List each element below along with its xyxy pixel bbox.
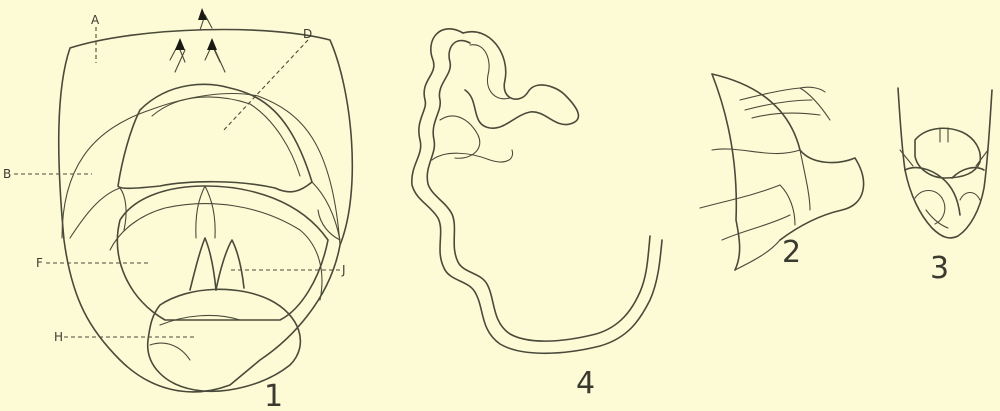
figure-4-duct-outer	[412, 29, 662, 353]
figure-4-loop-inner-b	[440, 116, 480, 158]
part-label-b: B	[3, 167, 11, 181]
figure-number-3: 3	[930, 251, 949, 286]
part-label-j: J	[341, 263, 346, 277]
figure-1-process-j-left	[190, 238, 216, 290]
figure-1-seta-tip-1	[198, 8, 207, 20]
figure-1-central-split	[196, 186, 215, 238]
figure-4-drawing: 4	[412, 29, 662, 401]
figure-1-lobe-h	[148, 289, 301, 391]
figure-2-drawing: 2	[700, 74, 864, 270]
figure-3-drawing: 3	[898, 88, 992, 286]
figure-4-loop-mid	[432, 150, 513, 162]
figure-3-side-pieces	[900, 150, 988, 166]
figure-number-2: 2	[782, 235, 801, 270]
figure-2-appendages	[740, 87, 830, 120]
figure-1-inner-rim-right	[258, 96, 340, 245]
figure-3-center-line	[940, 128, 948, 142]
part-label-h: H	[54, 330, 63, 344]
figure-1-seta-tip-3	[207, 38, 217, 50]
figure-1-body-f	[117, 186, 328, 320]
figure-number-4: 4	[576, 366, 595, 401]
figure-1-process-j-right	[216, 240, 244, 290]
part-label-d: D	[303, 27, 312, 41]
figure-1-drawing: A D B F J H 1	[3, 8, 352, 411]
figure-number-1: 1	[264, 379, 283, 411]
figure-1-lobe-h-inner	[150, 315, 240, 360]
figure-1-seta-tip-2	[175, 38, 185, 50]
figure-1-inner-rim-left	[62, 94, 258, 238]
part-label-a: A	[91, 13, 100, 27]
figure-1-plate-d-inner	[152, 97, 300, 176]
part-label-f: F	[36, 256, 43, 270]
